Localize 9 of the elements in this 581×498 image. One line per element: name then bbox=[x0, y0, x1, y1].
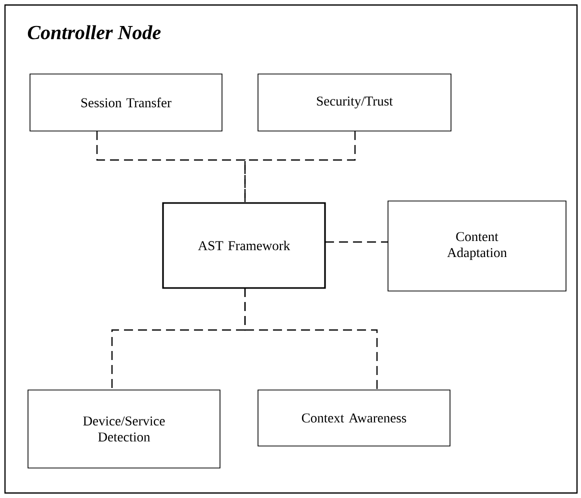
connector bbox=[325, 241, 388, 243]
connector bbox=[244, 288, 378, 390]
process-box: AST Framework bbox=[162, 202, 326, 289]
process-box: Device/Service Detection bbox=[28, 390, 220, 468]
process-box: Context Awareness bbox=[258, 390, 450, 446]
process-box: Session Transfer bbox=[30, 74, 222, 132]
connector bbox=[96, 131, 246, 203]
process-box: Content Adaptation bbox=[388, 200, 566, 292]
process-box: Security/Trust bbox=[258, 74, 452, 132]
